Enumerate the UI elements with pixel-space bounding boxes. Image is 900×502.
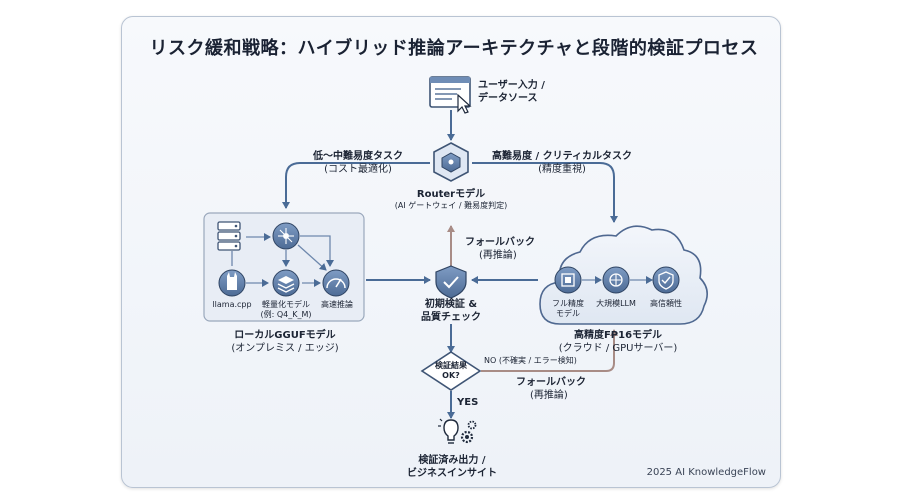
left-route-label: 低〜中難易度タスク(コスト最適化) — [313, 151, 403, 175]
gear-icon — [460, 420, 477, 444]
insight-bulb-icon — [438, 418, 459, 444]
fast-inference-label: 高速推論 — [321, 300, 353, 309]
input-label: ユーザー入力 /データソース — [478, 80, 545, 104]
verify-shield-icon — [435, 265, 467, 299]
footer-credit: 2025 AI KnowledgeFlow — [646, 467, 766, 478]
cloud-model-label: 高精度FP16モデル(クラウド / GPUサーバー) — [558, 330, 678, 354]
verify-label: 初期検証 &品質チェック — [421, 299, 481, 323]
llama-icon — [218, 269, 246, 297]
right-route-label: 高難易度 / クリティカルタスク(精度重視) — [491, 151, 633, 175]
yes-branch-label: YES — [457, 397, 479, 408]
llm-icon — [602, 266, 630, 294]
llama-label: llama.cpp — [212, 300, 252, 309]
quant-model-label: 軽量化モデル(例: Q4_K_M) — [260, 300, 312, 319]
local-model-panel — [203, 212, 365, 322]
fallback-bottom-label: フォールバック(再推論) — [516, 377, 586, 401]
router-icon — [433, 142, 469, 182]
page-title: リスク緩和戦略：ハイブリッド推論アーキテクチャと段階的検証プロセス — [149, 38, 759, 59]
user-input-icon — [429, 76, 472, 114]
full-precision-label: フル精度モデル — [552, 299, 584, 318]
reliability-shield-icon — [652, 266, 680, 294]
local-internal-links — [231, 233, 334, 287]
router-label: Routerモデル(AI ゲートウェイ / 難易度判定) — [394, 189, 508, 210]
network-hub-icon — [272, 222, 300, 250]
llm-label: 大規模LLM — [596, 299, 636, 308]
arrow-router-local — [282, 162, 430, 209]
arrow-no-cloud — [481, 329, 618, 372]
speed-gauge-icon — [322, 269, 350, 297]
chip-icon — [554, 266, 582, 294]
decision-diamond — [420, 351, 482, 391]
output-label: 検証済み出力 /ビジネスインサイト — [407, 455, 497, 479]
arrow-router-cloud — [472, 162, 618, 223]
local-model-label: ローカルGGUFモデル(オンプレミス / エッジ) — [231, 330, 339, 354]
reliability-label: 高信頼性 — [650, 299, 682, 308]
fallback-top-label: フォールバック(再推論) — [465, 237, 535, 261]
server-icon — [217, 221, 241, 251]
layers-icon — [272, 269, 300, 297]
no-branch-label: NO (不確実 / エラー検知) — [484, 356, 577, 365]
